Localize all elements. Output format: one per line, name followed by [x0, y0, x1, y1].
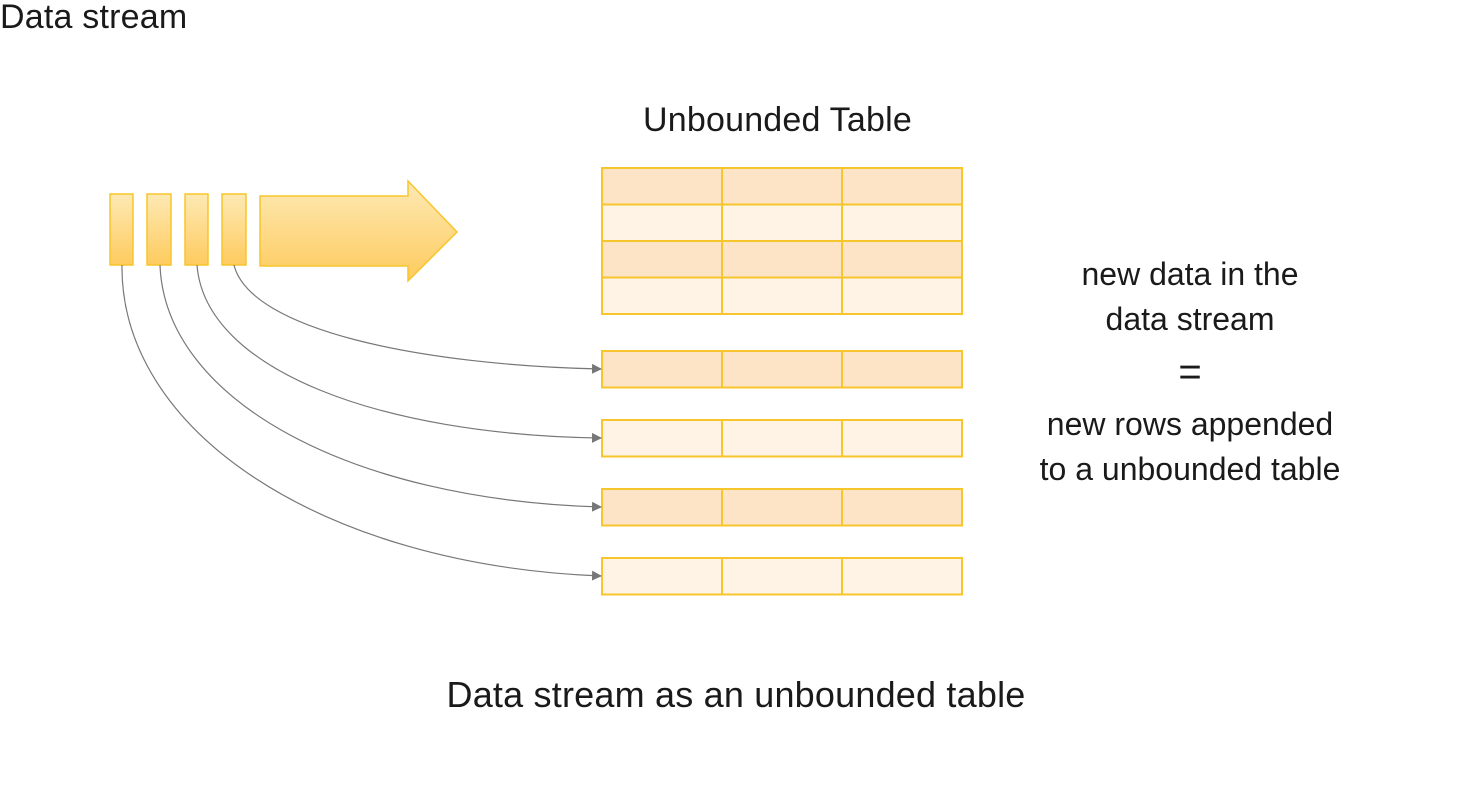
table-cell: [721, 167, 843, 206]
equals-sign: =: [1178, 350, 1202, 394]
connector-arrows: [121, 264, 602, 581]
table-cell: [721, 419, 843, 458]
equation-line-4: to a unbounded table: [1039, 451, 1341, 487]
appended-rows: [601, 350, 963, 596]
table-cell: [841, 203, 963, 242]
stream-blocks: [109, 193, 247, 266]
table-cell: [841, 167, 963, 206]
table-cell: [841, 350, 963, 389]
table-cell: [841, 419, 963, 458]
table-cell: [601, 557, 723, 596]
connector-arrow-3: [159, 264, 602, 512]
table-cell: [601, 240, 723, 279]
table-cell: [601, 419, 723, 458]
stream-block-1: [109, 193, 134, 266]
table-cell: [841, 488, 963, 527]
table-cell: [841, 240, 963, 279]
stream-block-4: [221, 193, 247, 266]
table-row: [601, 167, 963, 206]
appended-row: [601, 350, 963, 389]
table-cell: [601, 350, 723, 389]
connector-arrow-4: [121, 264, 602, 581]
stream-block-3: [184, 193, 209, 266]
unbounded-table: [601, 167, 963, 315]
stream-arrow: [259, 179, 459, 283]
table-row: [601, 240, 963, 279]
table-cell: [721, 350, 843, 389]
table-cell: [721, 203, 843, 242]
table-cell: [721, 488, 843, 527]
table-row: [601, 203, 963, 242]
table-cell: [721, 240, 843, 279]
table-cell: [601, 276, 723, 315]
equation-line-2: data stream: [1105, 301, 1275, 337]
diagram-caption: Data stream as an unbounded table: [446, 674, 1026, 715]
table-cell: [601, 167, 723, 206]
connector-arrow-1: [233, 264, 602, 374]
appended-row: [601, 557, 963, 596]
unbounded-table-title: Unbounded Table: [643, 101, 912, 139]
table-cell: [601, 203, 723, 242]
table-cell: [841, 557, 963, 596]
stream-block-2: [146, 193, 172, 266]
connector-arrow-2: [196, 264, 602, 443]
data-stream-title: Data stream: [0, 0, 188, 36]
equation-line-1: new data in the: [1081, 256, 1299, 292]
table-cell: [841, 276, 963, 315]
equation-block: new data in the data stream = new rows a…: [1020, 252, 1360, 492]
table-cell: [601, 488, 723, 527]
appended-row: [601, 419, 963, 458]
table-cell: [721, 276, 843, 315]
table-row: [601, 276, 963, 315]
table-cell: [721, 557, 843, 596]
appended-row: [601, 488, 963, 527]
equation-line-3: new rows appended: [1046, 406, 1334, 442]
